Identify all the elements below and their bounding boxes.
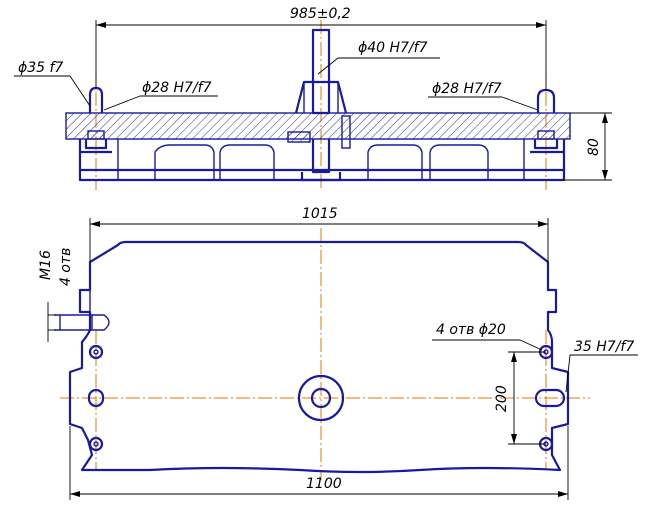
center-boss-inner xyxy=(310,387,332,409)
plate-section xyxy=(65,112,571,140)
section-dimensions: 985±0,2 80 ϕ35 f7 ϕ28 H7/f7 ϕ40 H7/f7 ϕ2… xyxy=(14,6,612,181)
label-phi28-right: ϕ28 H7/f7 xyxy=(432,81,502,97)
plan-dimensions: 1015 1100 200 M16 4 отв 4 отв ϕ20 35 H7/… xyxy=(38,206,638,500)
plan-view xyxy=(54,228,590,480)
label-phi40: ϕ40 H7/f7 xyxy=(358,40,428,56)
hole-left-top xyxy=(88,344,104,360)
label-phi28-left: ϕ28 H7/f7 xyxy=(142,80,212,96)
hole-left-bottom xyxy=(88,436,104,452)
dim-985: 985±0,2 xyxy=(290,6,351,22)
dim-1100: 1100 xyxy=(306,476,342,492)
label-35-fit: 35 H7/f7 xyxy=(574,339,634,355)
base-ribs xyxy=(117,139,525,180)
section-view xyxy=(65,20,571,190)
label-phi35: ϕ35 f7 xyxy=(18,60,63,76)
center-boss-outer xyxy=(297,374,345,422)
label-holes-phi20: 4 отв ϕ20 xyxy=(436,322,506,338)
center-shaft xyxy=(311,28,331,115)
label-m16: M16 xyxy=(38,250,54,280)
dim-1015: 1015 xyxy=(302,206,338,222)
dim-200: 200 xyxy=(494,385,510,412)
dim-80: 80 xyxy=(586,138,602,156)
plan-outline xyxy=(68,240,570,474)
slot-left xyxy=(87,388,105,408)
slot-right xyxy=(534,388,566,408)
label-4-otv: 4 отв xyxy=(58,248,74,286)
thread-bolt xyxy=(54,314,110,331)
base-body xyxy=(78,139,566,182)
